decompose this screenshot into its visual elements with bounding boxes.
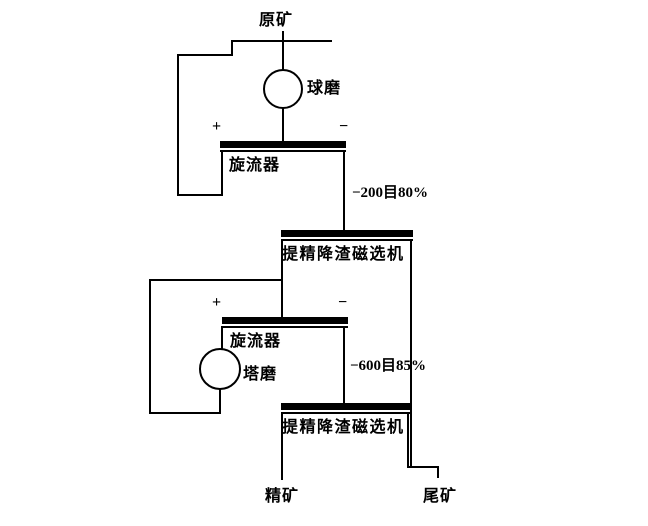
edge-recycle1-top [177,54,233,56]
edge-cyclone1-underflow-down [221,152,223,196]
edge-ballmill-to-cyclone1 [282,108,284,142]
cyclone1-plus-mark: + [212,118,222,135]
tower-mill-label: 塔磨 [243,366,278,383]
edge-recycle2-left [149,279,151,414]
edge-rawore-stem [282,31,284,40]
edge-tails-junction [407,466,439,468]
separator1-underbar [281,239,413,241]
grind-size2-label: −600目85% [350,358,427,374]
cyclone1-underbar [220,150,346,152]
raw-ore-label: 原矿 [259,12,294,29]
edge-cyclone2-overflow [343,326,345,405]
cyclone2-underbar [222,326,348,328]
edge-towermill-out [219,388,221,414]
edge-separator2-concentrate [281,413,283,480]
tailings-label: 尾矿 [423,488,458,505]
edge-recycle2-top [149,279,283,281]
edge-recycle1-left [177,54,179,196]
tower-mill-node [199,348,241,390]
concentrate-label: 精矿 [265,488,300,505]
edge-cyclone1-overflow [343,150,345,232]
cyclone2-bar [222,317,348,324]
cyclone1-bar [220,141,346,148]
edge-separator2-tails [407,413,409,468]
separator2-bar [281,403,411,410]
cyclone1-minus-mark: − [339,118,349,135]
edge-feed-to-ballmill [282,40,284,71]
cyclone2-label: 旋流器 [230,333,282,350]
cyclone1-label: 旋流器 [229,157,281,174]
separator1-bar [281,230,413,237]
ball-mill-label: 球磨 [307,80,342,97]
grind-size1-label: −200目80% [352,185,429,201]
separator2-underbar [281,412,411,414]
edge-tails-drop [437,466,439,478]
edge-recycle2-bottom [149,412,221,414]
cyclone2-minus-mark: − [338,294,348,311]
edge-separator1-tails-down [410,241,412,468]
edge-recycle1-bottom [177,194,223,196]
ball-mill-node [263,69,303,109]
edge-recycle1-join [231,40,233,56]
separator2-label: 提精降渣磁选机 [282,419,405,436]
edge-cyclone2-underflow-to-towermill [221,326,223,350]
separator1-label: 提精降渣磁选机 [282,246,405,263]
cyclone2-plus-mark: + [212,294,222,311]
